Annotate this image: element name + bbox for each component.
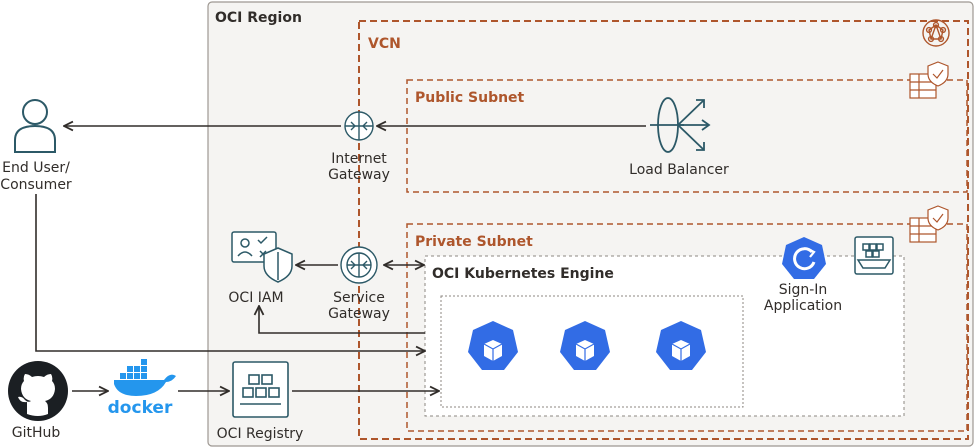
public-subnet-box bbox=[406, 79, 968, 193]
internet-gateway-icon bbox=[344, 111, 374, 141]
iam-label: OCI IAM bbox=[228, 290, 283, 306]
kubernetes-pod-icon bbox=[560, 321, 610, 370]
iam-icon bbox=[231, 231, 293, 283]
sign-in-application-icon bbox=[782, 237, 826, 279]
vcn-network-icon bbox=[922, 19, 950, 47]
registry-icon bbox=[232, 361, 289, 418]
end-user-label-line2: Consumer bbox=[0, 177, 72, 193]
load-balancer-icon bbox=[650, 97, 711, 153]
service-gateway-label-line2: Gateway bbox=[328, 306, 390, 322]
public-subnet-label: Public Subnet bbox=[415, 90, 525, 106]
connectors bbox=[35, 126, 646, 391]
end-user-label-line1: End User/ bbox=[2, 160, 70, 176]
arrow-end-user-to-oke bbox=[35, 194, 425, 351]
arrow-oke-to-iam bbox=[259, 306, 425, 334]
private-subnet-label: Private Subnet bbox=[415, 234, 533, 250]
oci-region-label: OCI Region bbox=[215, 10, 302, 26]
docker-label: docker bbox=[108, 398, 173, 418]
vcn-label: VCN bbox=[368, 36, 401, 52]
private-subnet-box bbox=[406, 223, 968, 432]
github-icon bbox=[8, 361, 68, 421]
service-gateway-icon bbox=[340, 246, 378, 284]
sign-in-label-line2: Application bbox=[764, 298, 842, 314]
vcn-box bbox=[358, 20, 969, 440]
kubernetes-pod-icon bbox=[656, 321, 706, 370]
service-gateway-label-line1: Service bbox=[333, 290, 385, 306]
internet-gateway-label-line1: Internet bbox=[331, 151, 387, 167]
private-subnet-security-icon bbox=[909, 205, 949, 243]
public-subnet-security-icon bbox=[909, 61, 949, 99]
load-balancer-label: Load Balancer bbox=[629, 162, 729, 178]
kubernetes-pod-icon bbox=[468, 321, 518, 370]
registry-label: OCI Registry bbox=[217, 426, 304, 442]
github-label: GitHub bbox=[12, 425, 61, 441]
end-user-icon bbox=[14, 99, 56, 153]
docker-icon bbox=[114, 359, 176, 396]
oke-label: OCI Kubernetes Engine bbox=[432, 266, 614, 282]
sign-in-label-line1: Sign-In bbox=[779, 282, 828, 298]
oke-cluster-icon bbox=[854, 236, 894, 275]
internet-gateway-label-line2: Gateway bbox=[328, 167, 390, 183]
